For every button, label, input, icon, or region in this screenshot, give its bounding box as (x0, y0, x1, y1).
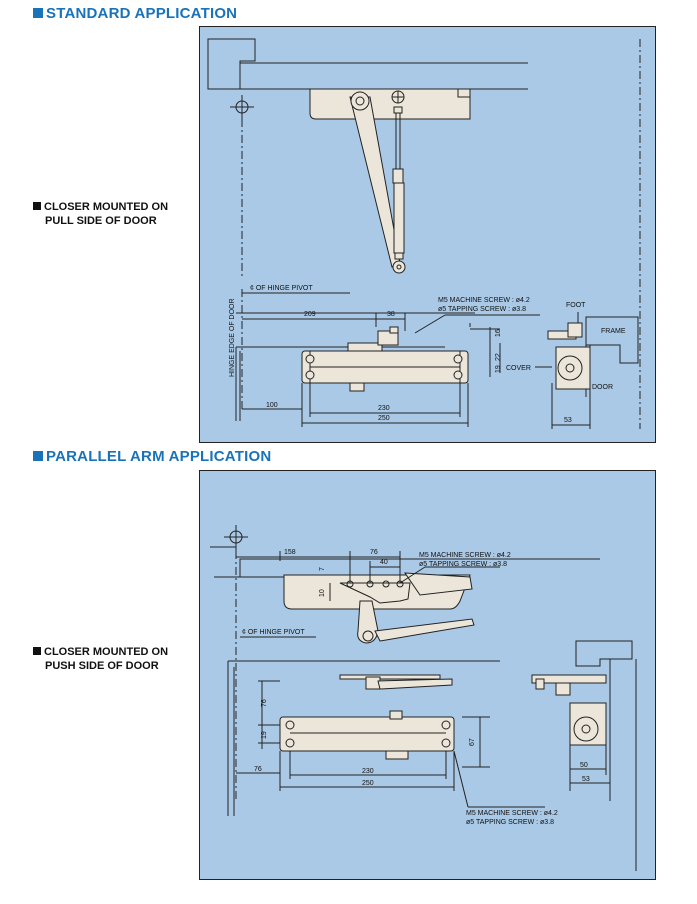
standard-title-text: STANDARD APPLICATION (46, 5, 238, 22)
parallel-side-label: CLOSER MOUNTED ON PUSH SIDE OF DOOR (33, 645, 168, 673)
standard-dim-19: 19 (495, 365, 502, 373)
parallel-dim-53: 53 (582, 776, 590, 783)
standard-dim-53: 53 (564, 417, 572, 424)
standard-dim-16: 16 (495, 329, 502, 337)
title-square-icon (33, 451, 43, 461)
standard-dim-209: 209 (304, 311, 316, 318)
standard-dim-38: 38 (387, 311, 395, 318)
title-square-icon (33, 8, 43, 18)
parallel-label-line2: PUSH SIDE OF DOOR (45, 660, 159, 672)
standard-side-label: CLOSER MOUNTED ON PULL SIDE OF DOOR (33, 200, 168, 228)
standard-section-title: STANDARD APPLICATION (33, 5, 237, 22)
standard-hinge-edge-label: HINGE EDGE OF DOOR (229, 298, 236, 377)
parallel-dim-10: 10 (319, 589, 326, 597)
parallel-diagram-panel: 158 76 40 7 10 M5 MACHINE SCREW : ø4.2 ø… (199, 470, 656, 880)
standard-dim-230: 230 (378, 405, 390, 412)
parallel-dim-230: 230 (362, 768, 374, 775)
standard-foot-label: FOOT (566, 302, 586, 309)
parallel-dim-76b: 76 (261, 699, 268, 707)
parallel-dim-7: 7 (319, 567, 326, 571)
parallel-section-title: PARALLEL ARM APPLICATION (33, 448, 271, 465)
parallel-screw-text-4: ø5 TAPPING SCREW : ø3.8 (466, 819, 554, 826)
standard-hinge-pivot-label: ¢ OF HINGE PIVOT (250, 285, 313, 292)
label-square-icon (33, 647, 41, 655)
standard-label-line1: CLOSER MOUNTED ON (44, 201, 169, 213)
parallel-hinge-pivot-label: ¢ OF HINGE PIVOT (242, 629, 305, 636)
standard-dim-22: 22 (495, 353, 502, 361)
parallel-dim-50: 50 (580, 762, 588, 769)
standard-label-line2: PULL SIDE OF DOOR (45, 215, 157, 227)
standard-frame-label: FRAME (601, 328, 626, 335)
parallel-label-line1: CLOSER MOUNTED ON (44, 646, 169, 658)
parallel-dim-76a: 76 (370, 549, 378, 556)
parallel-dim-67: 67 (469, 738, 476, 746)
parallel-dim-19: 19 (261, 731, 268, 739)
standard-dim-100: 100 (266, 402, 278, 409)
parallel-dim-40: 40 (380, 559, 388, 566)
parallel-dim-158: 158 (284, 549, 296, 556)
parallel-title-text: PARALLEL ARM APPLICATION (46, 448, 272, 465)
parallel-screw-text-2: ø5 TAPPING SCREW : ø3.8 (419, 561, 507, 568)
parallel-diagram: 158 76 40 7 10 M5 MACHINE SCREW : ø4.2 ø… (210, 525, 637, 871)
parallel-screw-text-3: M5 MACHINE SCREW : ø4.2 (466, 810, 558, 817)
standard-cover-label: COVER (506, 365, 531, 372)
parallel-dim-250: 250 (362, 780, 374, 787)
standard-diagram-panel: ¢ OF HINGE PIVOT 209 38 M5 MACHINE SCREW… (199, 26, 656, 443)
label-square-icon (33, 202, 41, 210)
parallel-screw-text-1: M5 MACHINE SCREW : ø4.2 (419, 552, 511, 559)
standard-screw-text-1: M5 MACHINE SCREW : ø4.2 (438, 297, 530, 304)
standard-door-label: DOOR (592, 384, 613, 391)
standard-dim-250: 250 (378, 415, 390, 422)
standard-diagram: ¢ OF HINGE PIVOT 209 38 M5 MACHINE SCREW… (207, 38, 641, 429)
parallel-dim-76c: 76 (254, 766, 262, 773)
standard-screw-text-2: ø5 TAPPING SCREW : ø3.8 (438, 306, 526, 313)
